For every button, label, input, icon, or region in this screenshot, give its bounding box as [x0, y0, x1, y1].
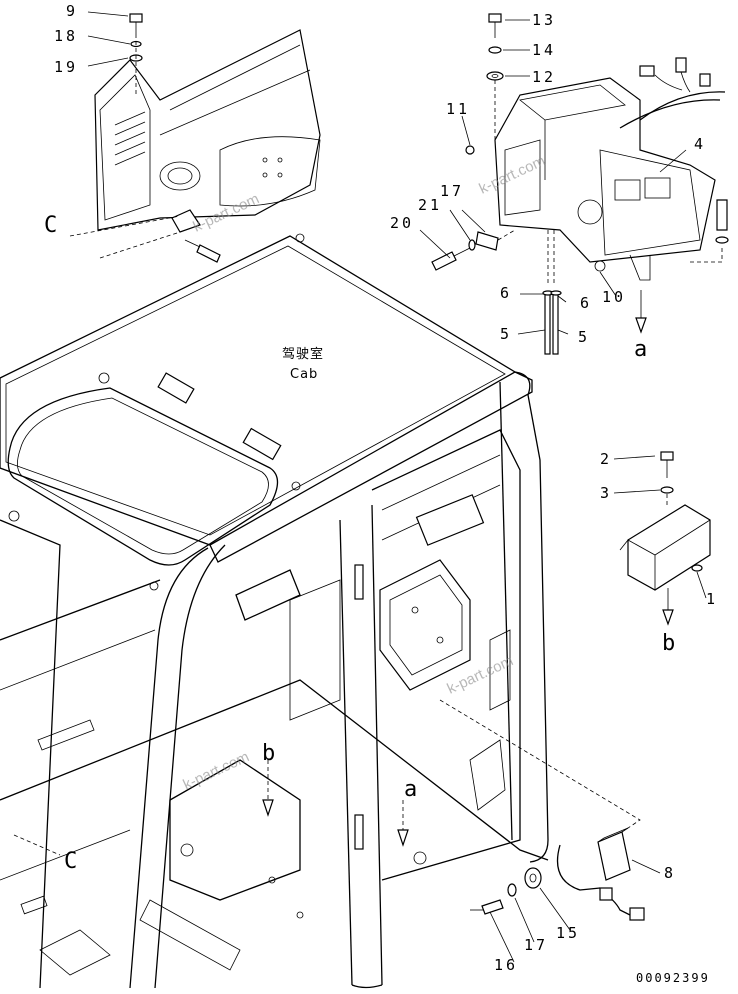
ref-b-floor: b [262, 741, 278, 766]
callout-13: 13 [532, 11, 556, 29]
callout-9: 9 [66, 2, 78, 20]
cab-frame [0, 233, 549, 989]
cab-label: 驾驶室 Cab [282, 346, 324, 382]
callout-11: 11 [446, 100, 470, 118]
heater-unit-4 [494, 57, 729, 334]
ref-c-top: C [44, 213, 60, 238]
bolt-20-group [431, 229, 516, 271]
relay-8-group [439, 699, 645, 921]
callout-18: 18 [54, 27, 78, 45]
callout-8: 8 [664, 864, 676, 882]
bolt-13-group [486, 13, 504, 140]
callout-14: 14 [532, 41, 556, 59]
callout-12: 12 [532, 68, 556, 86]
watermark-4: k-part.com [181, 748, 252, 793]
leader-lines [87, 11, 707, 963]
callout-17-bottom: 17 [524, 936, 548, 954]
cab-label-cn: 驾驶室 [282, 346, 324, 362]
drawing-number: 00092399 [636, 971, 710, 985]
callout-2: 2 [600, 450, 612, 468]
bolt-9-group [129, 13, 143, 95]
callout-6-left: 6 [500, 284, 512, 302]
callout-10: 10 [602, 288, 626, 306]
callout-5-right: 5 [578, 328, 590, 346]
callout-3: 3 [600, 484, 612, 502]
callout-5-left: 5 [500, 325, 512, 343]
reference-letters: a b a b C C [44, 213, 678, 874]
cover-1-group [619, 451, 711, 626]
callout-19: 19 [54, 58, 78, 76]
callout-4: 4 [694, 135, 706, 153]
ref-a-top: a [634, 337, 650, 362]
callout-15: 15 [556, 924, 580, 942]
callout-20: 20 [390, 214, 414, 232]
cab-label-en: Cab [290, 367, 318, 382]
ref-b-top: b [662, 631, 678, 656]
callout-labels: 9 18 19 13 14 12 11 4 21 17 20 6 6 10 5 … [54, 2, 718, 974]
callout-16: 16 [494, 956, 518, 974]
ref-c-low: C [64, 849, 80, 874]
callout-17-top: 17 [440, 182, 464, 200]
grommet-11 [465, 145, 475, 155]
floor-screws [13, 215, 409, 856]
callout-21: 21 [418, 196, 442, 214]
ref-a-floor: a [404, 777, 420, 802]
callout-6-right: 6 [580, 294, 592, 312]
callout-1: 1 [706, 590, 718, 608]
air-duct-assembly [94, 29, 321, 263]
drain-hose-group [542, 230, 606, 355]
